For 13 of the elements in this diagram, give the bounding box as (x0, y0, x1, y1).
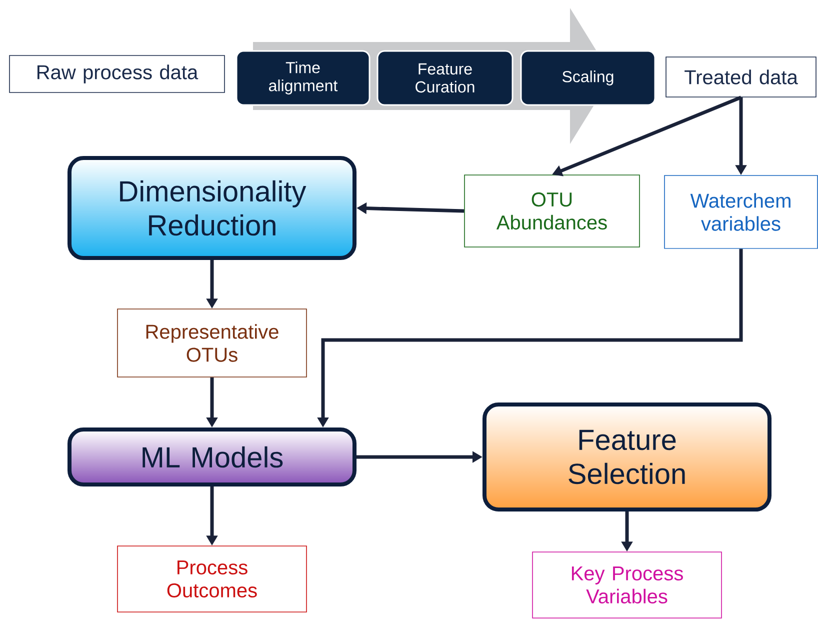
process-box: Feature Selection (482, 402, 772, 512)
step-box: Time alignment (236, 50, 370, 106)
input-box: Raw process data (9, 55, 225, 93)
output-box: Treated data (666, 56, 816, 98)
data-box: Representative OTUs (117, 308, 307, 378)
process-box: Dimensionality Reduction (68, 156, 356, 260)
data-box: OTU Abundances (464, 174, 640, 248)
step-box: Scaling (520, 50, 656, 106)
result-box: Process Outcomes (117, 546, 307, 612)
step-box: Feature Curation (376, 50, 514, 106)
process-box: ML Models (68, 428, 356, 486)
data-box: Waterchem variables (664, 175, 818, 249)
result-box: Key Process Variables (532, 552, 722, 618)
